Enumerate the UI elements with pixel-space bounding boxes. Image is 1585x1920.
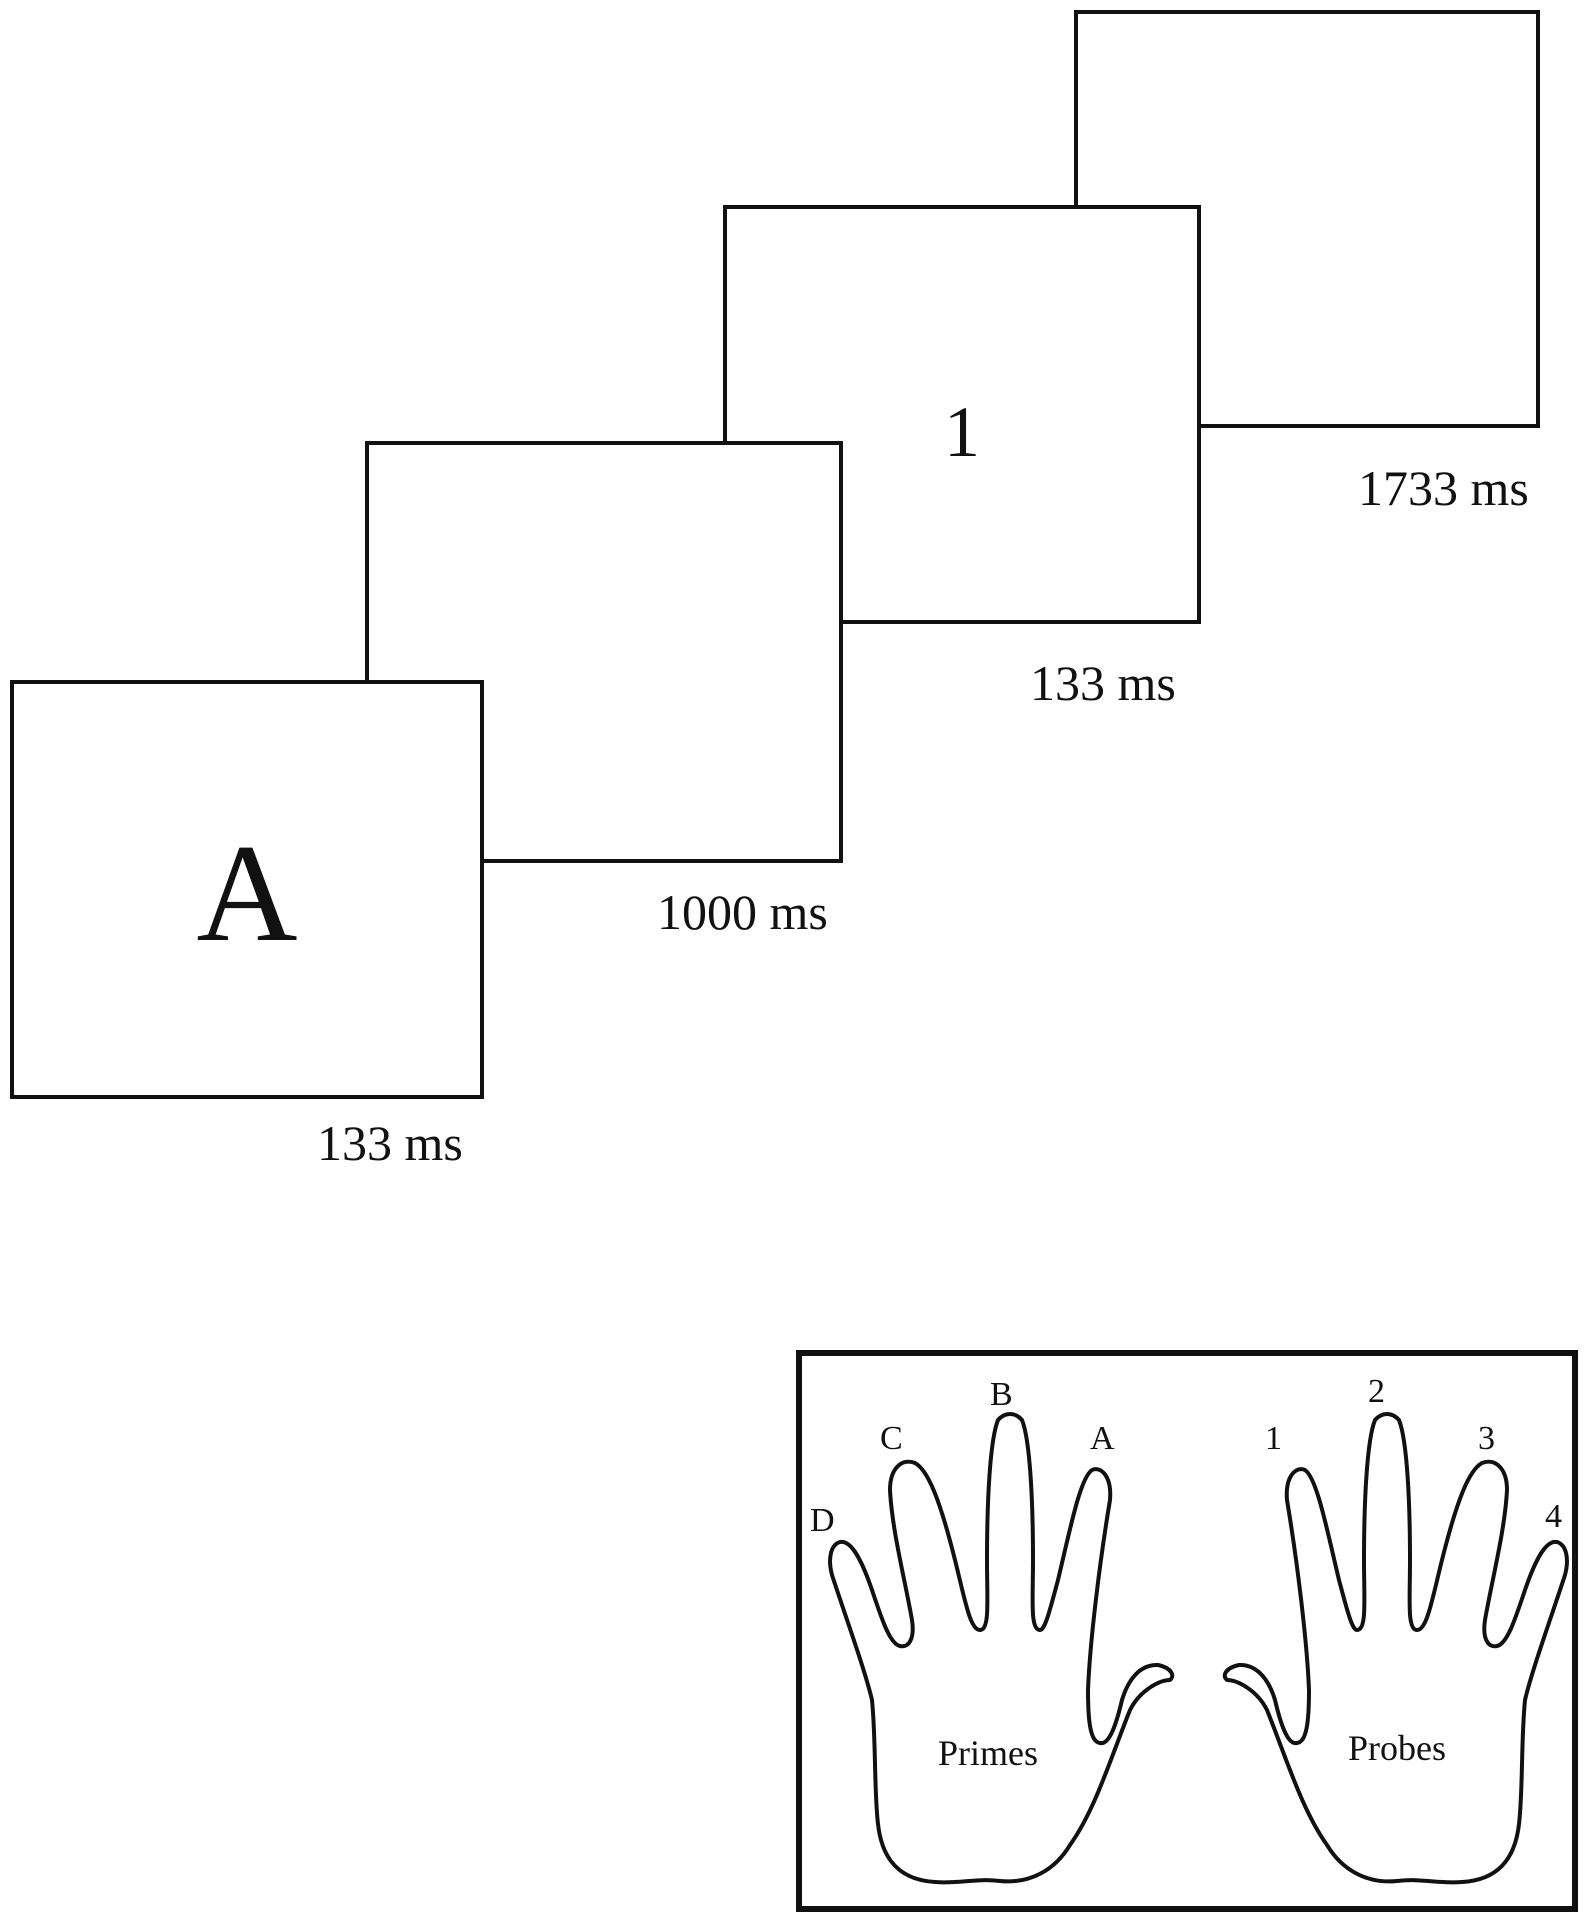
duration-label-probe: 133 ms: [1030, 655, 1176, 711]
finger-label-4: 4: [1545, 1498, 1562, 1535]
probes-label: Probes: [1348, 1728, 1446, 1768]
prime-stimulus: A: [196, 816, 298, 971]
duration-label-response-window: 1733 ms: [1358, 460, 1529, 516]
finger-label-2: 2: [1368, 1373, 1385, 1410]
primes-label: Primes: [938, 1733, 1038, 1773]
duration-label-isi: 1000 ms: [657, 884, 828, 940]
finger-label-b: B: [990, 1376, 1013, 1413]
finger-label-3: 3: [1478, 1420, 1495, 1457]
probe-stimulus: 1: [944, 392, 980, 472]
hands-illustration: D C B A 1 2 3 4 Primes Probes: [810, 1373, 1569, 1885]
finger-label-1: 1: [1265, 1420, 1282, 1457]
response-mapping-box: D C B A 1 2 3 4 Primes Probes: [796, 1350, 1578, 1912]
duration-label-prime: 133 ms: [317, 1115, 463, 1171]
finger-label-d: D: [810, 1502, 835, 1539]
right-hand-outline: [1222, 1412, 1569, 1885]
finger-label-a: A: [1090, 1420, 1115, 1457]
frame-prime: A: [10, 680, 484, 1099]
finger-label-c: C: [880, 1420, 903, 1457]
left-hand-outline: [828, 1412, 1175, 1885]
